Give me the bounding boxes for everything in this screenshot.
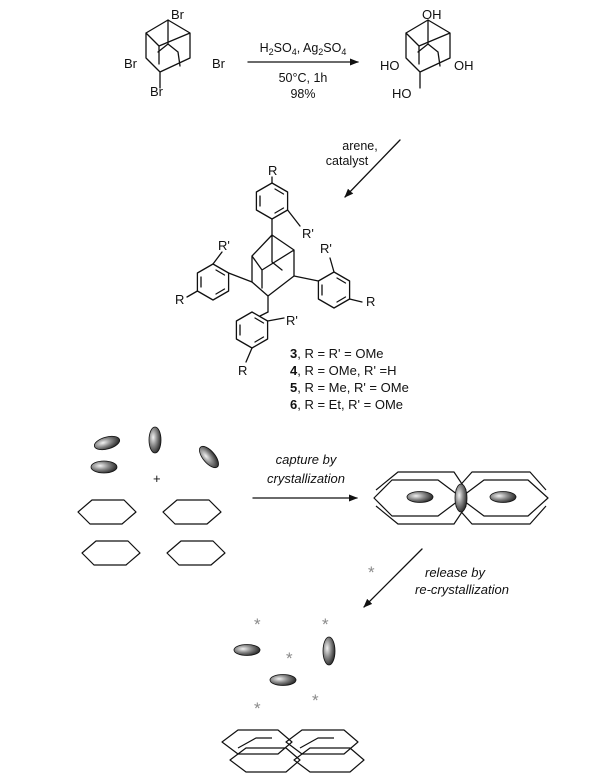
star-marker: * [254, 615, 261, 634]
tetrabromoadamantane: Br Br Br Br [124, 7, 226, 99]
released-guests: * * * * * [233, 615, 336, 718]
host-ring [81, 540, 141, 566]
ho-left-label: HO [380, 58, 400, 73]
star-marker: * [286, 649, 293, 668]
r-label-bottom: R [238, 363, 247, 378]
oh-top-label: OH [422, 7, 442, 22]
arrow-release [363, 548, 423, 608]
rp-label-bottom: R' [286, 313, 298, 328]
r-label-left: R [175, 292, 184, 307]
br-top-label: Br [171, 7, 185, 22]
ho-bottom-label: HO [392, 86, 412, 101]
crystallization-label: crystallization [267, 471, 345, 486]
guest-molecule [269, 674, 297, 686]
host-ring [166, 540, 226, 566]
r-label-right: R [366, 294, 375, 309]
tetraaryladamantane: R R' R R' R R' R R' [175, 163, 375, 378]
guest-molecule [454, 483, 468, 513]
guest-molecule [322, 636, 336, 666]
rp-label-right: R' [320, 241, 332, 256]
release-label: release by [425, 565, 486, 580]
br-bottom-label: Br [150, 84, 164, 99]
star-marker: * [312, 691, 319, 710]
rp-label-left: R' [218, 238, 230, 253]
guest-molecule [93, 435, 121, 451]
compound-legend: 3, R = R' = OMe 4, R = OMe, R' =H 5, R =… [290, 346, 409, 412]
tetrahydroxyadamantane: OH HO OH HO [380, 7, 474, 101]
capture-label: capture by [276, 452, 338, 467]
guest-molecule [90, 460, 118, 474]
compound-3-label: 3, R = R' = OMe [290, 346, 384, 361]
yield-label: 98% [290, 87, 315, 101]
guest-molecule [199, 445, 219, 469]
r-label-top: R [268, 163, 277, 178]
free-guests: + [90, 426, 219, 486]
arene-label: arene, [342, 139, 377, 153]
br-right-label: Br [212, 56, 226, 71]
arrow-step2 [344, 139, 401, 198]
free-hosts [77, 499, 226, 566]
guest-molecule [148, 426, 162, 454]
recrystallization-label: re-crystallization [415, 582, 509, 597]
star-marker: * [322, 615, 329, 634]
star-marker: * [368, 563, 375, 582]
compound-5-label: 5, R = Me, R' = OMe [290, 380, 409, 395]
reagents-label: H2SO4, Ag2SO4 [260, 41, 347, 57]
guest-molecule [489, 491, 517, 503]
guest-molecule [233, 644, 261, 656]
compound-6-label: 6, R = Et, R' = OMe [290, 397, 403, 412]
rp-label-top: R' [302, 226, 314, 241]
empty-host-crystal [221, 729, 365, 773]
host-ring [77, 499, 137, 525]
host-guest-complex [373, 471, 549, 525]
host-ring [162, 499, 222, 525]
compound-4-label: 4, R = OMe, R' =H [290, 363, 397, 378]
plus-sign: + [153, 471, 161, 486]
guest-molecule [406, 491, 434, 503]
oh-right-label: OH [454, 58, 474, 73]
catalyst-label: catalyst [326, 154, 369, 168]
br-left-label: Br [124, 56, 138, 71]
temperature-time-label: 50°C, 1h [279, 71, 328, 85]
star-marker: * [254, 699, 261, 718]
